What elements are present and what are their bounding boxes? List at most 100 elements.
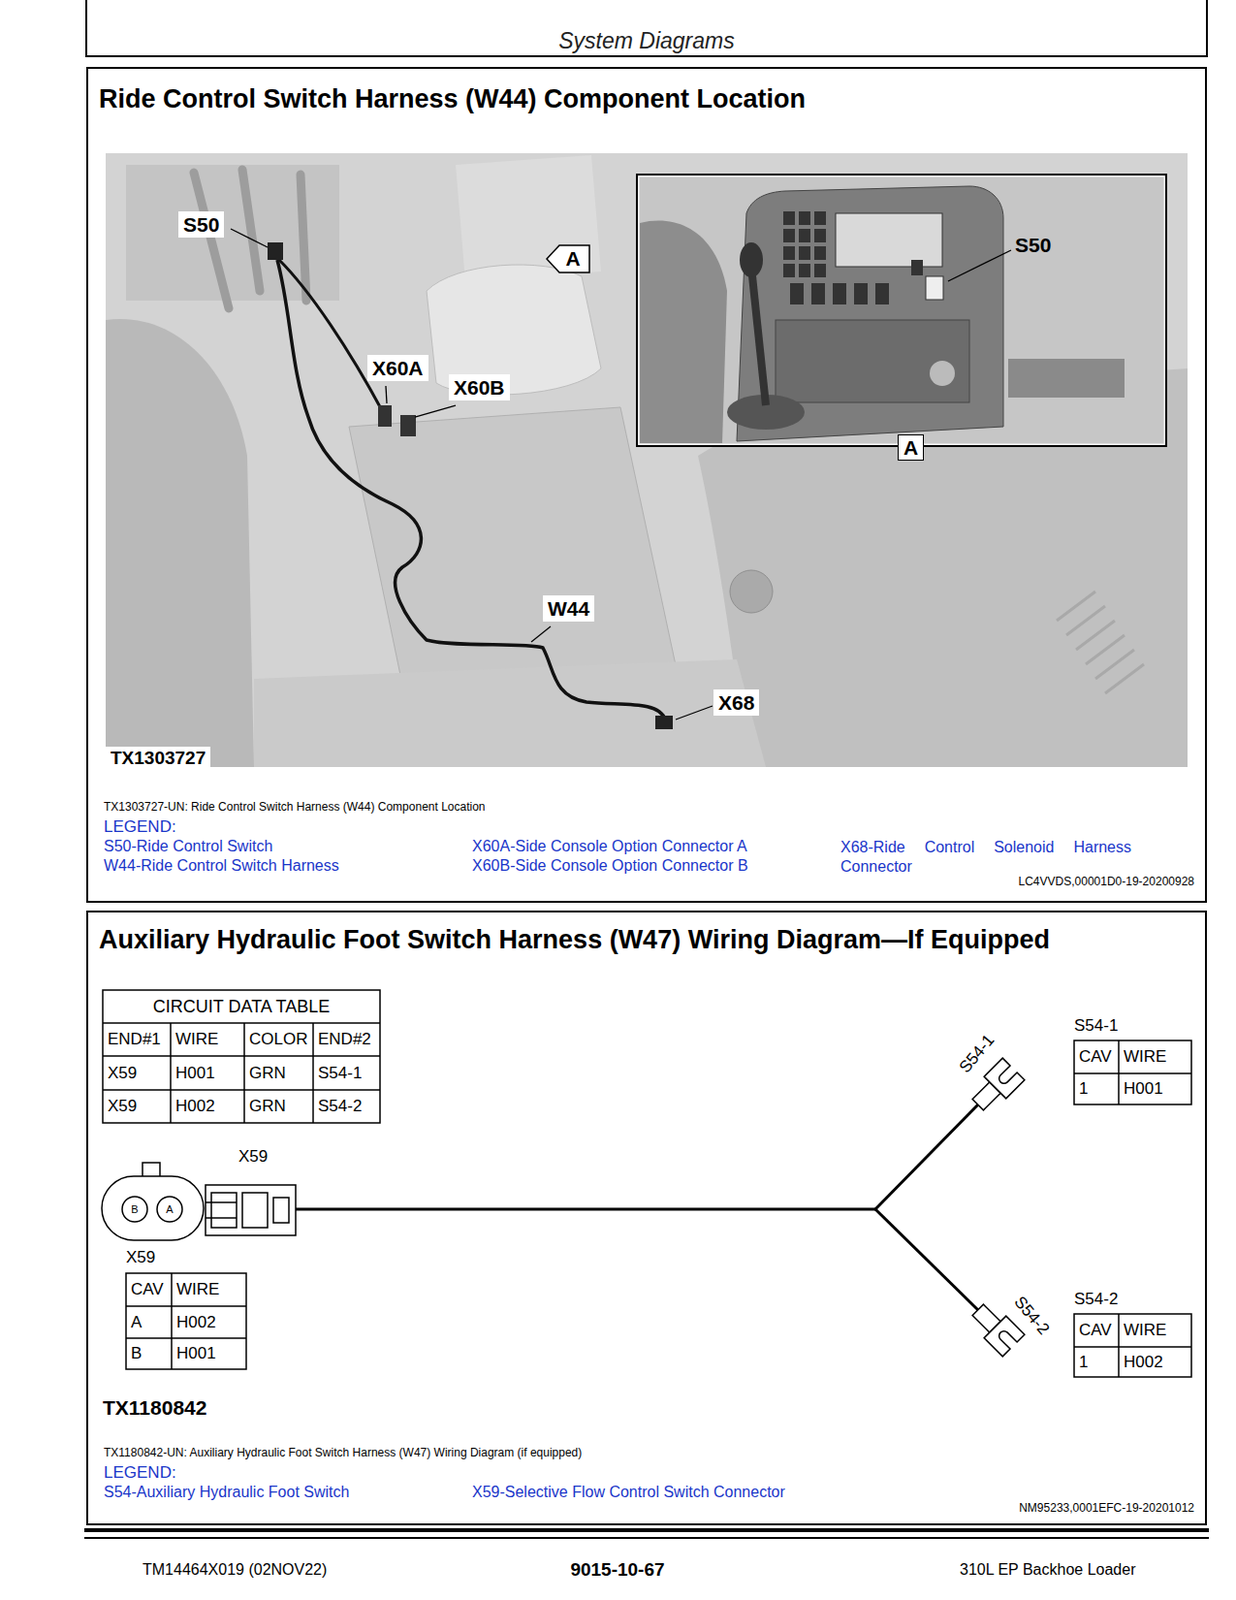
connector-plug <box>205 1216 237 1219</box>
inset-illustration <box>832 283 847 305</box>
inset-illustration <box>783 246 795 260</box>
inset-illustration <box>929 360 955 386</box>
inset-illustration <box>798 228 811 243</box>
view-letter: A <box>903 436 919 459</box>
figure-id-box: TX1303727 <box>105 746 211 771</box>
table-grid <box>102 989 1192 1377</box>
callout-label: X60A <box>372 356 424 380</box>
table-header: COLOR <box>244 1022 314 1056</box>
callout-box: W44 <box>542 595 595 622</box>
legend-entry: X59-Selective Flow Control Switch Connec… <box>472 1483 786 1501</box>
page-header: System Diagrams <box>86 28 1207 54</box>
table-grid <box>169 1022 172 1123</box>
fork-terminal <box>983 1315 1025 1357</box>
machine-illustration <box>378 405 392 427</box>
table-grid <box>1074 1313 1192 1377</box>
footer-text: 310L EP Backhoe Loader <box>959 1560 1136 1579</box>
section-title: Ride Control Switch Harness (W44) Compon… <box>98 83 806 115</box>
inset-illustration <box>814 211 826 225</box>
legend-entry: S54-Auxiliary Hydraulic Foot Switch <box>103 1483 349 1501</box>
pin-letter: A <box>159 1201 180 1217</box>
pin-letter: B <box>125 1201 145 1217</box>
page-frame <box>84 1527 1209 1532</box>
machine-illustration <box>105 153 1188 767</box>
inset-illustration <box>783 211 795 225</box>
table-cell: H002 <box>171 1305 247 1338</box>
machine-illustration <box>126 164 340 301</box>
table-grid <box>102 1088 381 1091</box>
table-header: CAV <box>1074 1313 1119 1347</box>
section-title: Auxiliary Hydraulic Foot Switch Harness … <box>98 923 1050 955</box>
figure-caption: TX1303727-UN: Ride Control Switch Harnes… <box>103 800 486 815</box>
callout-label: S50 <box>183 213 220 236</box>
connector-face <box>122 1196 148 1222</box>
table-grid <box>243 1022 246 1123</box>
connector-plug <box>205 1184 296 1236</box>
harness-wire <box>875 1104 979 1209</box>
inset-illustration <box>783 263 795 278</box>
table-cell: S54-2 <box>313 1089 381 1123</box>
legend-entry: S50-Ride Control Switch <box>103 837 273 856</box>
inset-illustration <box>811 283 825 305</box>
inset-illustration <box>739 242 763 278</box>
page-number: 9015-10-67 <box>520 1558 715 1581</box>
callout-box: X60B <box>448 374 510 401</box>
inset-illustration <box>751 266 766 406</box>
inset-illustration <box>814 246 826 260</box>
machine-illustration <box>242 169 260 291</box>
connector-plug <box>242 1192 268 1228</box>
table-header: END#1 <box>102 1022 171 1056</box>
connector-face <box>101 1162 204 1240</box>
callout-label: S50 <box>1014 232 1051 257</box>
legend-entry: X60B-Side Console Option Connector B <box>472 856 749 875</box>
callout-box: X68 <box>713 689 760 716</box>
callout-label: X60B <box>453 376 506 399</box>
inset-illustration <box>783 228 795 243</box>
terminal-label: S54-2 <box>1004 1285 1059 1346</box>
table-title: S54-2 <box>1074 1289 1118 1309</box>
inset-illustration <box>875 283 889 305</box>
legend-heading: LEGEND: <box>103 817 177 837</box>
inset-illustration <box>637 175 1166 445</box>
view-arrow: A <box>545 244 591 274</box>
legend-entry: X68-Ride Control Solenoid Harness Connec… <box>840 837 1132 877</box>
harness-wire <box>295 1104 979 1310</box>
figure-caption: TX1180842-UN: Auxiliary Hydraulic Foot S… <box>103 1446 582 1460</box>
table-grid <box>1074 1345 1192 1348</box>
machine-illustration <box>1056 591 1144 694</box>
leader-line <box>948 250 1012 282</box>
table-grid <box>126 1272 247 1369</box>
machine-illustration <box>655 715 673 729</box>
connector-plug <box>211 1192 237 1228</box>
table-header: CAV <box>126 1272 172 1306</box>
table-cell: H002 <box>170 1089 245 1123</box>
legend-entry: W44-Ride Control Switch Harness <box>103 856 340 875</box>
machine-illustration <box>105 318 254 767</box>
legend-heading: LEGEND: <box>103 1462 177 1483</box>
section-panel: Ride Control Switch Harness (W44) Compon… <box>86 66 1207 903</box>
table-title: X59 <box>126 1247 156 1268</box>
callout-box: X60A <box>367 354 429 381</box>
machine-illustration <box>267 242 284 260</box>
inset-illustration <box>911 259 923 276</box>
inset-illustration <box>925 276 944 300</box>
page-frame <box>86 0 1207 57</box>
machine-illustration <box>455 155 602 282</box>
footer-text: TM14464X019 (02NOV22) <box>142 1560 327 1579</box>
connector-label: X59 <box>230 1147 276 1166</box>
figure-id: TX1180842 <box>102 1395 207 1420</box>
inset-illustration <box>798 211 811 225</box>
connector-plug <box>273 1197 289 1223</box>
fork-terminal <box>983 1057 1025 1099</box>
connector-face <box>101 1175 204 1240</box>
leader-line <box>230 228 268 248</box>
table-cell: GRN <box>244 1089 314 1123</box>
terminal-label: S54-1 <box>950 1023 1005 1084</box>
table-cell: X59 <box>102 1089 171 1123</box>
table-cell: A <box>126 1305 172 1338</box>
machine-illustration <box>105 153 1188 767</box>
leader-line <box>385 385 387 404</box>
leader-line <box>531 626 551 642</box>
document-code: LC4VVDS,00001D0-19-20200928 <box>853 875 1195 889</box>
table-cell: H002 <box>1118 1346 1192 1377</box>
